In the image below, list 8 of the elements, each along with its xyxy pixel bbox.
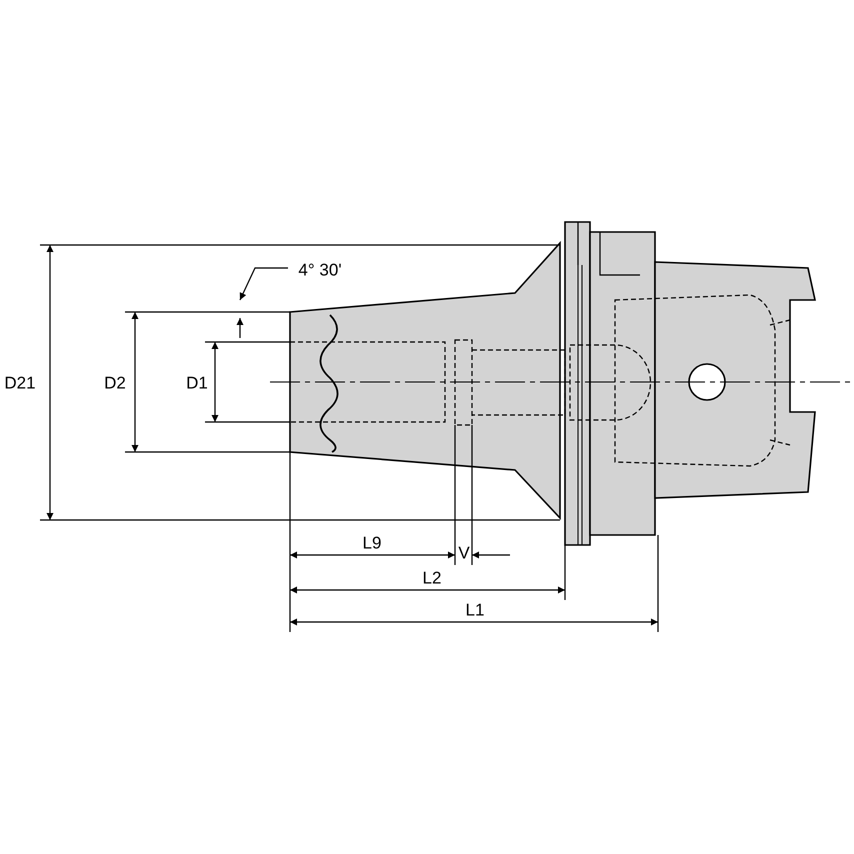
dimension-label: L9 xyxy=(362,534,382,552)
angle-label: 4° 30' xyxy=(297,262,343,278)
dimension-label: D1 xyxy=(185,374,209,392)
dimension-label: D21 xyxy=(3,374,37,392)
dimension-label: D2 xyxy=(103,374,127,392)
dimension-label: L2 xyxy=(422,570,442,586)
dimension-label: L1 xyxy=(464,602,486,618)
dimension-label: V xyxy=(457,544,471,562)
